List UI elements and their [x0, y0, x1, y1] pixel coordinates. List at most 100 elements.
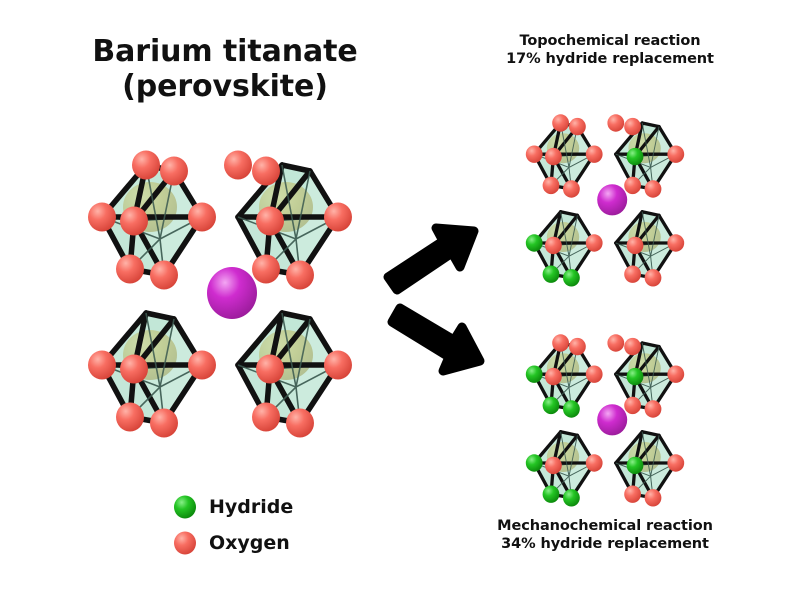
hydride-atom — [542, 485, 560, 503]
topochemical-caption: Topochemical reaction 17% hydride replac… — [506, 33, 714, 67]
oxygen-atom — [132, 150, 160, 180]
octahedron — [238, 313, 338, 423]
oxygen-atom — [188, 350, 216, 380]
oxygen-atom — [569, 337, 586, 356]
oxygen-atom — [624, 117, 641, 136]
oxygen-atom — [545, 236, 562, 255]
legend-label-oxygen: Oxygen — [209, 532, 290, 554]
oxygen-atom — [552, 114, 569, 132]
oxygen-atom — [667, 454, 685, 472]
oxygen-atom — [116, 254, 144, 284]
oxygen-atom — [286, 260, 314, 290]
oxygen-atom — [88, 350, 116, 380]
oxygen-atom — [624, 396, 641, 415]
oxygen-atom — [585, 454, 603, 472]
oxygen-atom — [150, 408, 178, 438]
hydride-atom — [626, 367, 644, 386]
octahedron — [532, 430, 596, 500]
oxygen-atom — [667, 365, 685, 383]
oxygen-atom — [563, 180, 580, 198]
octahedron — [614, 210, 678, 280]
oxygen-atom — [252, 402, 280, 432]
oxygen-atom — [252, 254, 280, 284]
oxygen-atom — [256, 354, 284, 384]
hydride-atom — [525, 454, 543, 472]
hydride-atom — [626, 147, 644, 166]
hydride-atom — [525, 234, 543, 252]
sphere-icon — [174, 531, 196, 555]
barium-atom — [597, 404, 628, 436]
oxygen-atom — [545, 147, 562, 166]
octahedron — [532, 121, 596, 191]
hydride-atom — [563, 489, 580, 507]
arrow-to-mechanochemical — [387, 303, 485, 376]
oxygen-atom — [585, 145, 603, 163]
oxygen-atom — [286, 408, 314, 438]
mechanochemical-structure — [525, 334, 685, 507]
sphere-icon — [174, 495, 196, 519]
hydride-atom-group — [525, 365, 644, 507]
hydride-atom-group — [525, 147, 644, 287]
topochemical-structure — [525, 114, 685, 287]
barium-titanate-structure — [88, 150, 352, 438]
oxygen-atom — [324, 202, 352, 232]
oxygen-atom — [624, 265, 641, 283]
hydride-atom — [542, 265, 560, 283]
oxygen-atom — [624, 176, 641, 195]
oxygen-atom — [542, 176, 560, 195]
legend-item-oxygen: Oxygen — [172, 525, 372, 561]
hydride-atom — [525, 365, 543, 383]
oxygen-atom — [624, 485, 641, 503]
barium-atom — [207, 267, 257, 319]
oxygen-atom — [644, 180, 662, 198]
hydride-atom — [626, 456, 644, 475]
oxygen-atom — [552, 334, 569, 352]
octahedron — [614, 430, 678, 500]
octahedron — [532, 210, 596, 280]
oxygen-atom — [644, 400, 662, 418]
oxygen-atom — [224, 150, 252, 180]
oxygen-atom — [545, 456, 562, 475]
oxygen-atom — [569, 117, 586, 136]
arrow-icon — [383, 223, 479, 295]
oxygen-atom — [624, 337, 641, 356]
barium-atom — [597, 184, 628, 216]
oxygen-atom — [607, 114, 625, 132]
octahedron — [102, 313, 202, 423]
legend: Hydride Oxygen — [172, 489, 372, 561]
oxygen-atom — [585, 234, 603, 252]
octahedron — [614, 341, 678, 411]
oxygen-atom — [120, 206, 148, 236]
oxygen-atom — [188, 202, 216, 232]
hydride-atom — [563, 269, 580, 287]
oxygen-atom — [644, 489, 662, 507]
oxygen-atom — [150, 260, 178, 290]
legend-label-hydride: Hydride — [209, 496, 294, 518]
arrow-to-topochemical — [383, 223, 479, 295]
oxygen-atom — [252, 156, 280, 186]
oxygen-atom — [525, 145, 543, 163]
oxygen-atom — [667, 145, 685, 163]
hydride-atom — [563, 400, 580, 418]
octahedron — [238, 165, 338, 275]
page-title: Barium titanate (perovskite) — [92, 34, 358, 105]
oxygen-atom-group — [545, 334, 685, 507]
oxygen-atom — [256, 206, 284, 236]
octahedron — [614, 121, 678, 191]
oxygen-atom — [585, 365, 603, 383]
oxygen-atom — [324, 350, 352, 380]
arrow-icon — [387, 303, 485, 376]
oxygen-atom — [116, 402, 144, 432]
legend-item-hydride: Hydride — [172, 489, 372, 525]
oxygen-atom — [644, 269, 662, 287]
oxygen-atom — [160, 156, 188, 186]
oxygen-atom — [120, 354, 148, 384]
octahedron — [532, 341, 596, 411]
hydride-atom — [542, 396, 560, 415]
octahedron — [102, 165, 202, 275]
oxygen-atom-group — [525, 114, 685, 287]
oxygen-atom — [626, 236, 644, 255]
oxygen-atom — [607, 334, 625, 352]
